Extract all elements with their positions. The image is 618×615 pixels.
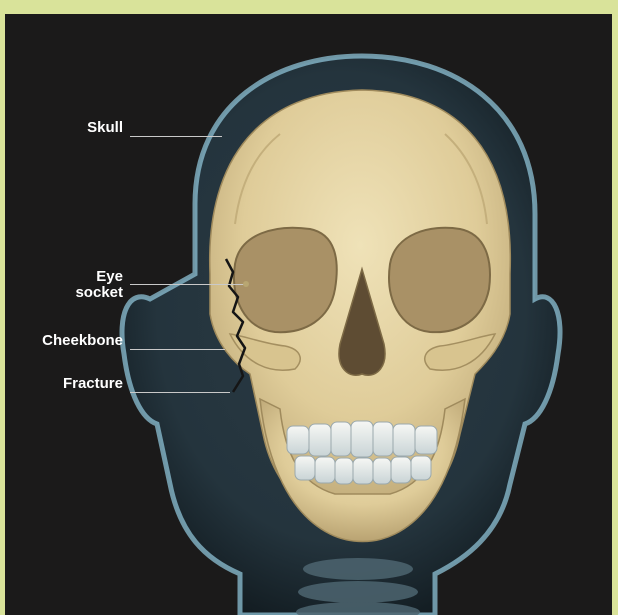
leader-eye-socket bbox=[130, 284, 244, 285]
label-skull: Skull bbox=[75, 120, 123, 136]
leader-fracture bbox=[130, 392, 230, 393]
label-eye-socket-line2: socket bbox=[53, 285, 123, 301]
eye-socket-marker bbox=[243, 281, 249, 287]
label-fracture: Fracture bbox=[45, 376, 123, 392]
neck-vertebrae bbox=[296, 558, 420, 615]
skull-illustration bbox=[5, 14, 612, 615]
label-eye-socket: Eye socket bbox=[53, 269, 123, 301]
leader-skull bbox=[130, 136, 222, 137]
leader-cheekbone bbox=[130, 349, 225, 350]
label-cheekbone: Cheekbone bbox=[23, 333, 123, 349]
teeth bbox=[287, 421, 437, 484]
label-eye-socket-line1: Eye bbox=[53, 269, 123, 285]
